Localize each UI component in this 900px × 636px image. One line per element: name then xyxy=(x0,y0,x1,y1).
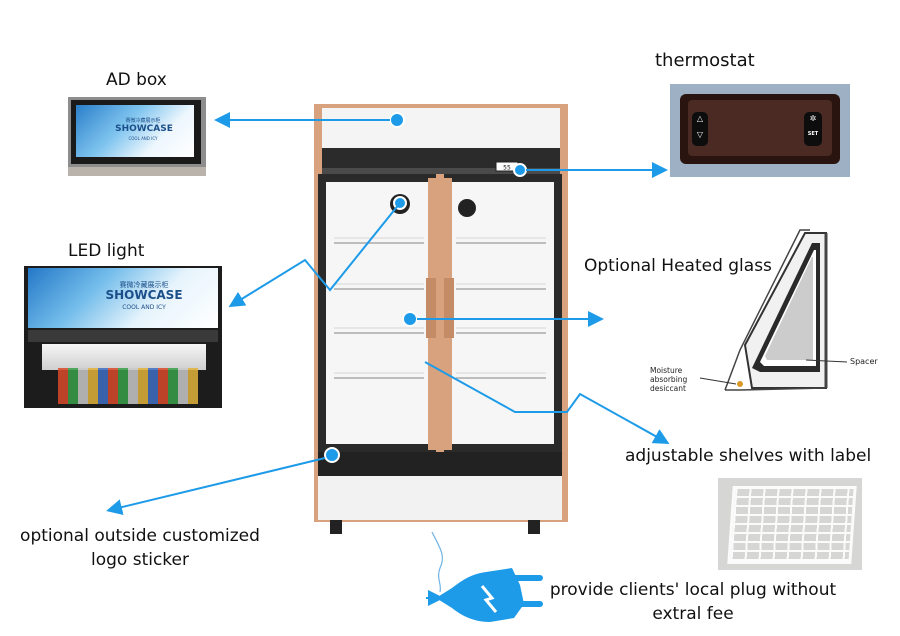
ad-brand: SHOWCASE xyxy=(115,124,173,134)
shelf-photo xyxy=(718,478,862,570)
plug-label: provide clients' local plug without extr… xyxy=(549,580,837,624)
thermostat-photo: △ ▽ ✲ SET xyxy=(670,84,850,177)
led-brand-small: 赛微冷藏展示柜 xyxy=(119,281,169,289)
down-icon: ▽ xyxy=(696,130,704,139)
ad-box-label: AD box xyxy=(106,70,167,90)
callout-dots xyxy=(324,112,527,463)
thermostat-display: 55 xyxy=(503,165,511,172)
defrost-icon: ✲ xyxy=(809,114,817,123)
spacer-label: Spacer xyxy=(850,357,878,366)
heated-glass-diagram xyxy=(699,229,848,391)
ad-brand-small: 赛微冷藏展示柜 xyxy=(125,118,161,124)
arrow-led xyxy=(228,202,401,308)
led-light-label: LED light xyxy=(68,241,145,261)
logo-sticker-label: optional outside customized logo sticker xyxy=(20,526,260,570)
up-icon: △ xyxy=(696,114,704,123)
led-brand: SHOWCASE xyxy=(105,288,183,302)
fridge: 55 xyxy=(314,104,568,534)
thermostat-label: thermostat xyxy=(655,50,755,71)
ad-box-photo: 赛微冷藏展示柜 SHOWCASE COOL AND ICY xyxy=(68,97,206,176)
led-light-photo: 赛微冷藏展示柜 SHOWCASE COOL AND ICY xyxy=(24,266,222,408)
led-tagline: COOL AND ICY xyxy=(122,304,166,311)
plug-icon xyxy=(426,531,543,622)
ad-tagline: COOL AND ICY xyxy=(128,136,158,141)
set-key: SET xyxy=(807,131,819,137)
adjustable-shelves-label: adjustable shelves with label xyxy=(625,446,872,466)
moisture-label: Moisture absorbing desiccant xyxy=(650,366,688,393)
arrow-logo xyxy=(106,457,326,515)
heated-glass-label: Optional Heated glass xyxy=(584,256,772,276)
arrow-shelves xyxy=(424,361,670,444)
